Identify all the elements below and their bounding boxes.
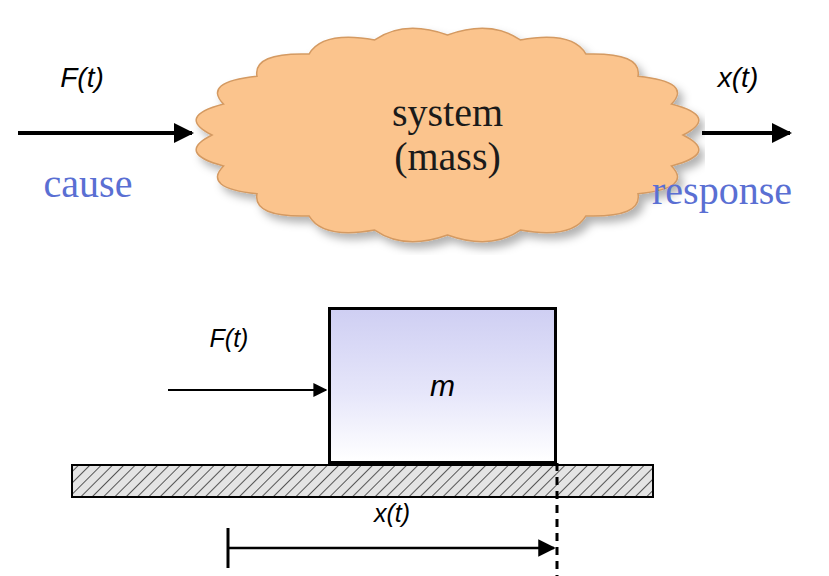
response-label: response bbox=[652, 167, 792, 214]
force-label: F(t) bbox=[210, 324, 249, 353]
input-arrow bbox=[18, 131, 192, 135]
cloud-shape bbox=[196, 28, 699, 241]
output-arrow bbox=[702, 131, 790, 135]
node-text: m bbox=[430, 369, 455, 402]
reference-line bbox=[556, 463, 559, 576]
displacement-arrow bbox=[228, 547, 554, 550]
cause-label: cause bbox=[44, 160, 133, 207]
displacement-label: x(t) bbox=[374, 499, 410, 528]
force-label: F(t) bbox=[60, 62, 104, 94]
mass-block: m bbox=[328, 307, 557, 464]
ground bbox=[72, 465, 653, 497]
force-arrow bbox=[168, 389, 326, 391]
node-text: system (mass) bbox=[360, 91, 535, 179]
system-cloud: system (mass) bbox=[190, 15, 705, 255]
displacement-label: x(t) bbox=[718, 62, 758, 94]
